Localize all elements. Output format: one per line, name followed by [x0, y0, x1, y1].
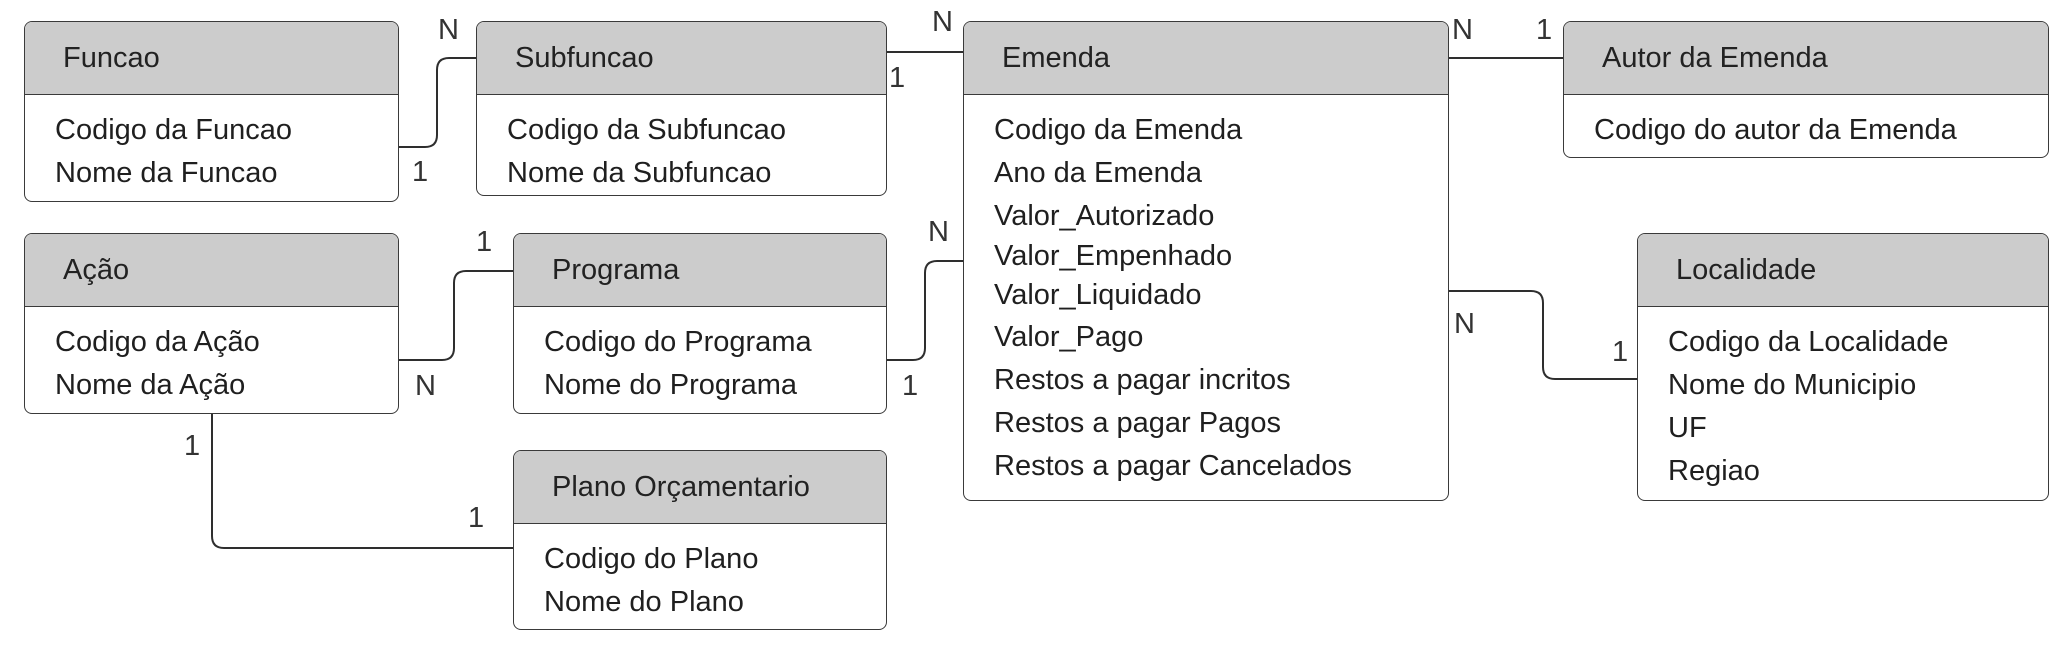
attribute: Codigo da Ação: [55, 326, 260, 358]
attribute: Restos a pagar Pagos: [994, 407, 1281, 439]
line-acao-plano: [211, 412, 513, 549]
attribute: Regiao: [1668, 455, 1760, 487]
entity-funcao[interactable]: Funcao Codigo da Funcao Nome da Funcao: [24, 21, 399, 202]
entity-funcao-attributes: Codigo da Funcao Nome da Funcao: [25, 95, 398, 195]
line-programa-emenda: [887, 260, 963, 361]
cardinality-acao-programa-from: N: [415, 370, 436, 402]
entity-emenda-attributes: Codigo da Emenda Ano da Emenda Valor_Aut…: [964, 95, 1448, 488]
attribute: UF: [1668, 412, 1707, 444]
attribute: Valor_Empenhado: [994, 240, 1233, 272]
entity-plano-orcamentario[interactable]: Plano Orçamentario Codigo do Plano Nome …: [513, 450, 887, 630]
attribute: Valor_Liquidado: [994, 279, 1202, 311]
attribute: Valor_Pago: [994, 321, 1144, 353]
cardinality-emenda-autor-from: N: [1452, 14, 1473, 46]
entity-subfuncao-attributes: Codigo da Subfuncao Nome da Subfuncao: [477, 95, 886, 195]
cardinality-acao-plano-from: 1: [184, 430, 201, 462]
attribute: Nome do Municipio: [1668, 369, 1917, 401]
attribute: Nome do Programa: [544, 369, 798, 401]
entity-autor-da-emenda-name: Autor da Emenda: [1564, 22, 2048, 95]
entity-autor-da-emenda[interactable]: Autor da Emenda Codigo do autor da Emend…: [1563, 21, 2049, 158]
attribute: Restos a pagar incritos: [994, 364, 1291, 396]
attribute: Nome da Ação: [55, 369, 246, 401]
entity-programa-attributes: Codigo do Programa Nome do Programa: [514, 307, 886, 407]
line-emenda-localidade: [1449, 290, 1637, 380]
attribute: Valor_Autorizado: [994, 200, 1215, 232]
entity-localidade-name: Localidade: [1638, 234, 2048, 307]
entity-emenda[interactable]: Emenda Codigo da Emenda Ano da Emenda Va…: [963, 21, 1449, 501]
cardinality-subfuncao-emenda-from: 1: [889, 62, 906, 94]
cardinality-programa-emenda-from: 1: [902, 370, 919, 402]
cardinality-emenda-autor-to: 1: [1536, 14, 1553, 46]
cardinality-acao-plano-to: 1: [468, 502, 485, 534]
attribute: Codigo do Plano: [544, 543, 759, 575]
entity-acao-attributes: Codigo da Ação Nome da Ação: [25, 307, 398, 407]
entity-localidade[interactable]: Localidade Codigo da Localidade Nome do …: [1637, 233, 2049, 501]
entity-plano-orcamentario-name: Plano Orçamentario: [514, 451, 886, 524]
attribute: Nome da Funcao: [55, 157, 278, 189]
entity-acao-name: Ação: [25, 234, 398, 307]
attribute: Codigo da Localidade: [1668, 326, 1949, 358]
entity-programa[interactable]: Programa Codigo do Programa Nome do Prog…: [513, 233, 887, 414]
attribute: Codigo da Subfuncao: [507, 114, 786, 146]
entity-programa-name: Programa: [514, 234, 886, 307]
entity-localidade-attributes: Codigo da Localidade Nome do Municipio U…: [1638, 307, 2048, 493]
attribute: Codigo da Funcao: [55, 114, 292, 146]
entity-subfuncao-name: Subfuncao: [477, 22, 886, 95]
entity-acao[interactable]: Ação Codigo da Ação Nome da Ação: [24, 233, 399, 414]
cardinality-funcao-subfuncao-to: N: [438, 14, 459, 46]
entity-plano-orcamentario-attributes: Codigo do Plano Nome do Plano: [514, 524, 886, 624]
cardinality-emenda-localidade-from: N: [1454, 308, 1475, 340]
cardinality-subfuncao-emenda-to: N: [932, 6, 953, 38]
attribute: Nome do Plano: [544, 586, 744, 618]
cardinality-funcao-subfuncao-from: 1: [412, 156, 429, 188]
attribute: Nome da Subfuncao: [507, 157, 772, 189]
attribute: Restos a pagar Cancelados: [994, 450, 1352, 482]
cardinality-acao-programa-to: 1: [476, 226, 493, 258]
attribute: Ano da Emenda: [994, 157, 1202, 189]
attribute: Codigo do autor da Emenda: [1594, 114, 1957, 146]
line-acao-programa: [399, 270, 513, 361]
entity-funcao-name: Funcao: [25, 22, 398, 95]
cardinality-programa-emenda-to: N: [928, 216, 949, 248]
attribute: Codigo do Programa: [544, 326, 812, 358]
entity-subfuncao[interactable]: Subfuncao Codigo da Subfuncao Nome da Su…: [476, 21, 887, 196]
line-funcao-subfuncao: [399, 57, 476, 148]
attribute: Codigo da Emenda: [994, 114, 1243, 146]
entity-emenda-name: Emenda: [964, 22, 1448, 95]
entity-autor-da-emenda-attributes: Codigo do autor da Emenda: [1564, 95, 2048, 152]
cardinality-emenda-localidade-to: 1: [1612, 336, 1629, 368]
